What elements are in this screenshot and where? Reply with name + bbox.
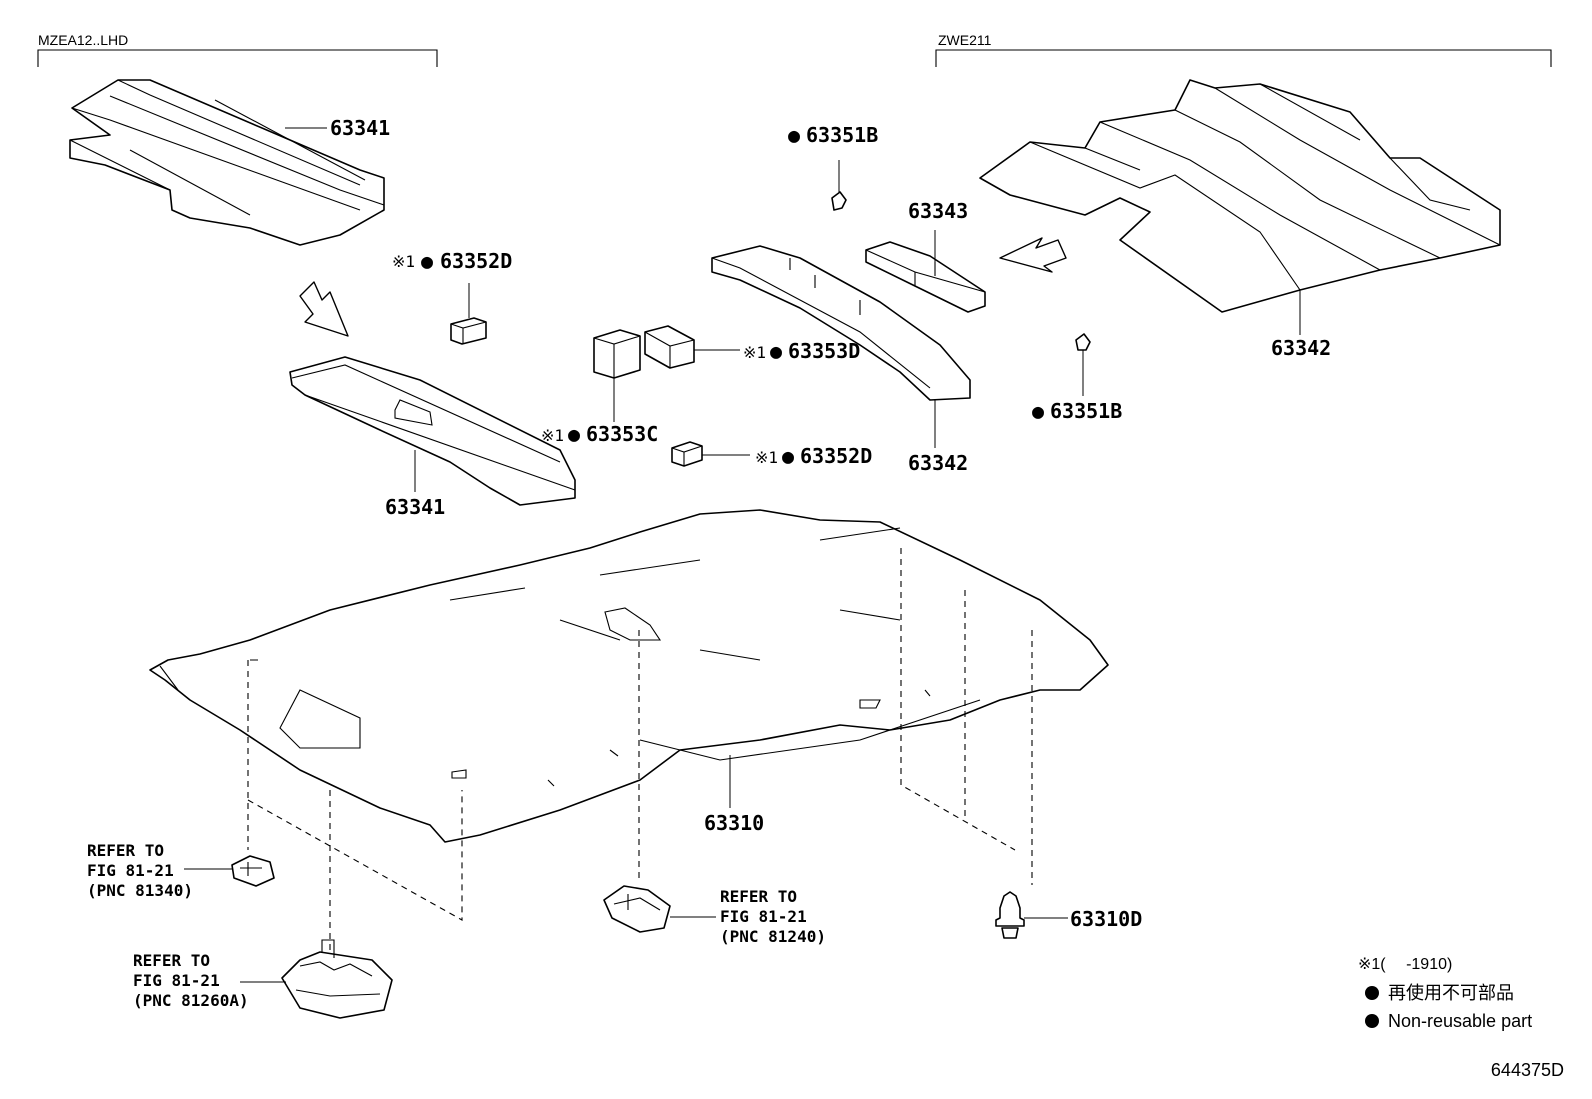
legend-bullet-en [1365, 1014, 1379, 1028]
bullet-63351B-top: ● [788, 123, 800, 147]
label-63353C: 63353C [586, 422, 658, 446]
label-63352D-lower: 63352D [800, 444, 872, 468]
ref-81260A-line2: FIG 81-21 [133, 971, 220, 990]
group-right-label: ZWE211 [938, 32, 992, 48]
bullet-63351B-right: ● [1032, 399, 1044, 423]
legend-bullet-jp [1365, 986, 1379, 1000]
ref-81240-line1: REFER TO [720, 887, 797, 906]
part-63353C-block [593, 329, 641, 379]
legend: ※1( -1910) 再使用不可部品 Non-reusable part [1358, 956, 1532, 1031]
mark-footnote-63353D: ※1 [743, 343, 766, 362]
legend-jp: 再使用不可部品 [1388, 983, 1514, 1003]
label-63351B-right: 63351B [1050, 399, 1122, 423]
ref-81260A-line1: REFER TO [133, 951, 210, 970]
part-63351B-right-clip [1075, 333, 1091, 351]
part-63352D-left-block [450, 317, 487, 345]
ref-81340-line3: (PNC 81340) [87, 881, 193, 900]
assembly-lines [247, 548, 1033, 960]
label-63310D: 63310D [1070, 907, 1142, 931]
label-63352D-left: 63352D [440, 249, 512, 273]
label-63341-bottom: 63341 [385, 495, 445, 519]
group-right-bracket: ZWE211 [935, 32, 1552, 67]
ref-81340-line1: REFER TO [87, 841, 164, 860]
part-63343-block [865, 241, 986, 313]
part-63351B-top-clip [831, 191, 847, 211]
ref-81340-line2: FIG 81-21 [87, 861, 174, 880]
part-lamp-81340 [231, 855, 275, 887]
ref-81240-line2: FIG 81-21 [720, 907, 807, 926]
part-lamp-81260A [281, 939, 393, 1019]
direction-arrow-left [299, 281, 349, 337]
legend-en: Non-reusable part [1388, 1011, 1532, 1031]
part-63341-large-pad [69, 79, 385, 246]
part-63310D-clip [995, 891, 1025, 939]
bullet-63352D-lower: ● [782, 444, 794, 468]
part-63352D-lower-block [671, 441, 703, 467]
label-63341-top: 63341 [330, 116, 390, 140]
legend-footnote: ※1( -1910) [1358, 956, 1452, 973]
part-63310-headliner [149, 509, 1109, 843]
label-63353D: 63353D [788, 339, 860, 363]
ref-81260A-line3: (PNC 81260A) [133, 991, 249, 1010]
label-63342-mid: 63342 [908, 451, 968, 475]
label-63310: 63310 [704, 811, 764, 835]
label-63342-right: 63342 [1271, 336, 1331, 360]
bullet-63353D: ● [770, 339, 782, 363]
mark-footnote-63352D-lower: ※1 [755, 448, 778, 467]
group-left-bracket: MZEA12..LHD [37, 32, 438, 67]
ref-81240-line3: (PNC 81240) [720, 927, 826, 946]
part-63353D-block [644, 325, 695, 369]
part-lamp-81240 [603, 885, 671, 933]
bullet-63352D-left: ● [421, 249, 433, 273]
diagram-id: 644375D [1491, 1060, 1564, 1080]
group-left-label: MZEA12..LHD [38, 32, 128, 48]
bullet-63353C: ● [568, 422, 580, 446]
part-63341-board [289, 356, 576, 506]
label-63343: 63343 [908, 199, 968, 223]
mark-footnote-63352D-left: ※1 [392, 252, 415, 271]
part-63342-strip [711, 245, 971, 401]
direction-arrow-right [999, 237, 1067, 273]
label-63351B-top: 63351B [806, 123, 878, 147]
part-63342-roof-pad [979, 79, 1501, 313]
mark-footnote-63353C: ※1 [541, 426, 564, 445]
